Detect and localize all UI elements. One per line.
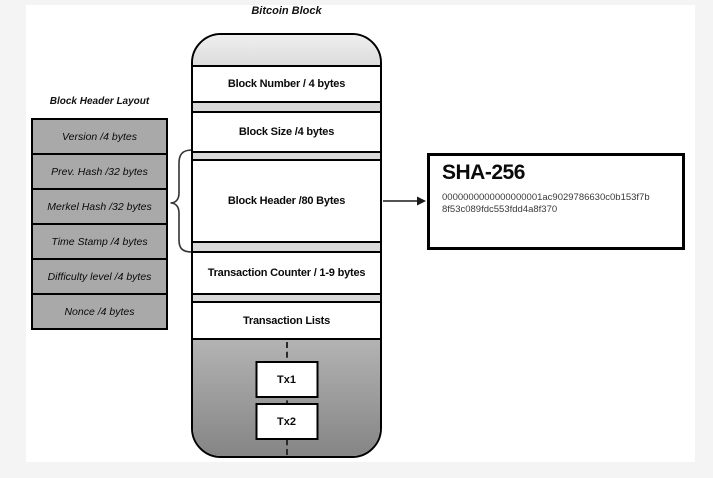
separator	[193, 101, 380, 113]
header-field-nonce: Nonce /4 bytes	[33, 295, 166, 328]
segment-transaction-lists: Transaction Lists	[193, 303, 380, 338]
sha256-box: SHA-256 0000000000000000001ac9029786630c…	[427, 153, 685, 250]
sha256-hash-line2: 8f53c089fdc553fdd4a8f370	[442, 204, 558, 215]
segment-block-number: Block Number / 4 bytes	[193, 67, 380, 101]
tx2-box: Tx2	[255, 403, 318, 440]
header-field-version: Version /4 bytes	[33, 120, 166, 155]
block-top-cap	[193, 35, 380, 67]
bitcoin-block: Block Number / 4 bytes Block Size /4 byt…	[191, 33, 382, 458]
block-header-layout-table: Version /4 bytes Prev. Hash /32 bytes Me…	[31, 118, 168, 330]
block-header-layout-title: Block Header Layout	[49, 96, 150, 107]
header-field-merkel-hash: Merkel Hash /32 bytes	[33, 190, 166, 225]
sha256-hash: 0000000000000000001ac9029786630c0b153f7b…	[442, 192, 670, 216]
tx1-box: Tx1	[255, 361, 318, 398]
separator	[193, 241, 380, 253]
bitcoin-block-title: Bitcoin Block	[251, 5, 322, 17]
separator	[193, 293, 380, 303]
arrow-icon	[383, 196, 426, 206]
segment-block-header: Block Header /80 Bytes	[193, 161, 380, 241]
curly-brace-icon	[170, 149, 193, 253]
header-field-time-stamp: Time Stamp /4 bytes	[33, 225, 166, 260]
transactions-area: Tx1 Tx2	[193, 338, 380, 456]
sha256-hash-line1: 0000000000000000001ac9029786630c0b153f7b	[442, 192, 650, 203]
separator	[193, 151, 380, 161]
sha256-title: SHA-256	[442, 161, 525, 184]
header-field-prev-hash: Prev. Hash /32 bytes	[33, 155, 166, 190]
header-field-difficulty: Difficulty level /4 bytes	[33, 260, 166, 295]
dashed-line	[285, 342, 288, 455]
segment-transaction-counter: Transaction Counter / 1-9 bytes	[193, 253, 380, 293]
segment-block-size: Block Size /4 bytes	[193, 113, 380, 151]
